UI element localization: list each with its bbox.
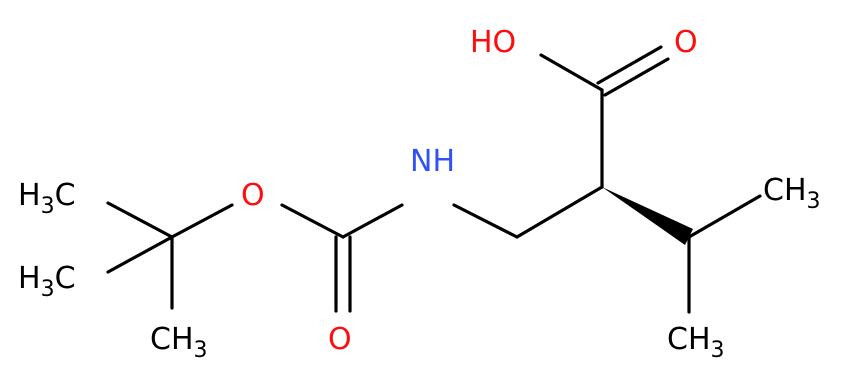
methyl-isopropyl-lower-label: CH3	[667, 322, 725, 363]
methyl-isopropyl-upper-label: CH3	[763, 173, 821, 214]
bond-tbu-h3c-middle	[106, 235, 174, 274]
methyl-bottom-left-ch: CH	[150, 322, 194, 357]
methyl-upper-left-sub: 3	[41, 194, 55, 219]
bond-cooh-c-oh	[539, 53, 604, 92]
bond-tbu-h3c-upper	[106, 201, 174, 239]
methyl-upper-left-c: C	[55, 178, 76, 213]
methyl-bottom-left-sub: 3	[194, 338, 208, 363]
methyl-isopropyl-lower-ch: CH	[667, 322, 711, 357]
bond-nh-ch2	[452, 203, 519, 239]
bond-cooh-c-o-double-a	[603, 57, 670, 97]
methyl-middle-left-sub: 3	[41, 277, 55, 302]
bond-carbamate-c-nh	[341, 203, 404, 239]
bond-ch2-ch	[515, 185, 604, 239]
methyl-middle-left-label: H3C	[18, 261, 76, 302]
bonds	[106, 45, 762, 314]
wedge-bond-ch-isopropyl	[602, 187, 693, 245]
carbamate-carbonyl-oxygen-label: O	[328, 322, 352, 357]
ester-oxygen-label: O	[241, 178, 265, 213]
amine-label: NH	[410, 144, 455, 179]
bond-tbu-ester-o	[170, 203, 234, 239]
atom-labels: HO O O O NH H3C H3C CH3 CH3 CH3	[18, 25, 821, 363]
methyl-upper-left-h: H	[18, 178, 41, 213]
hydroxyl-label: HO	[470, 25, 516, 60]
methyl-middle-left-c: C	[55, 261, 76, 296]
bond-cooh-c-o-double-b	[596, 45, 663, 85]
methyl-isopropyl-upper-sub: 3	[807, 189, 821, 214]
methyl-isopropyl-upper-ch: CH	[763, 173, 807, 208]
methyl-middle-left-h: H	[18, 261, 41, 296]
methyl-upper-left-label: H3C	[18, 178, 76, 219]
bond-isopropyl-ch3-upper	[687, 194, 762, 239]
acid-carbonyl-oxygen-label: O	[674, 25, 698, 60]
bond-ester-o-carbamate-c	[280, 203, 345, 239]
methyl-isopropyl-lower-sub: 3	[711, 338, 725, 363]
methyl-bottom-left-label: CH3	[150, 322, 208, 363]
